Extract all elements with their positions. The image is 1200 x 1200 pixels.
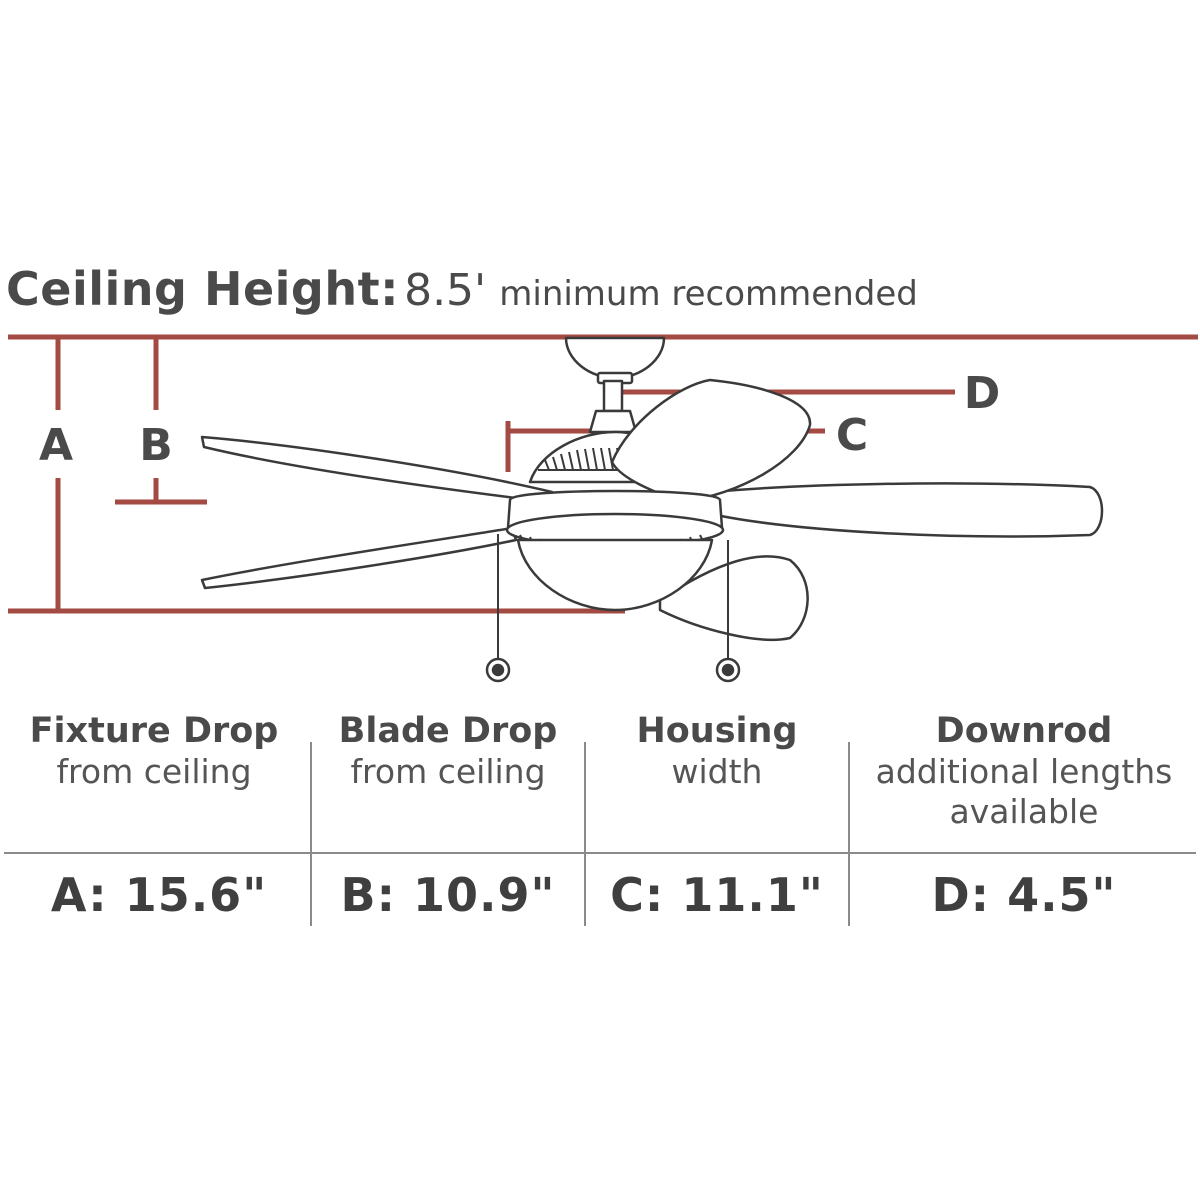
- downrod-value: D: 4.5": [931, 868, 1117, 922]
- housing-value: C: 11.1": [610, 868, 824, 922]
- dimension-b-label: B: [139, 420, 173, 471]
- housing-title: Housing: [636, 711, 798, 751]
- fixture-drop-subtitle: from ceiling: [56, 752, 252, 791]
- ceiling-height-label: Ceiling Height:: [6, 262, 399, 316]
- column-fixture-drop: Fixture Drop from ceiling: [4, 710, 304, 792]
- ceiling-height-title: Ceiling Height: 8.5' minimum recommended: [6, 262, 918, 316]
- ceiling-fan-icon: [200, 336, 1104, 683]
- downrod-title: Downrod: [935, 711, 1113, 751]
- downrod-subtitle-2: available: [949, 792, 1099, 831]
- fixture-drop-value: A: 15.6": [50, 868, 268, 922]
- column-housing: Housing width: [585, 710, 849, 792]
- ceiling-height-note: minimum recommended: [499, 274, 918, 314]
- blade-drop-subtitle: from ceiling: [350, 752, 546, 791]
- ceiling-height-value: 8.5': [404, 265, 487, 316]
- downrod-subtitle: additional lengths: [875, 752, 1173, 791]
- dimension-a: [8, 337, 625, 614]
- dimension-d-label: D: [964, 368, 1001, 419]
- column-blade-drop: Blade Drop from ceiling: [311, 710, 585, 792]
- blade-drop-title: Blade Drop: [338, 711, 558, 751]
- table-dividers: [4, 742, 1196, 926]
- dimension-a-label: A: [39, 420, 73, 471]
- housing-subtitle: width: [671, 752, 763, 791]
- column-downrod: Downrod additional lengths available: [849, 710, 1199, 832]
- fixture-drop-title: Fixture Drop: [29, 711, 279, 751]
- dimension-c-label: C: [836, 410, 868, 461]
- blade-drop-value: B: 10.9": [340, 868, 556, 922]
- dimension-b: [115, 337, 207, 505]
